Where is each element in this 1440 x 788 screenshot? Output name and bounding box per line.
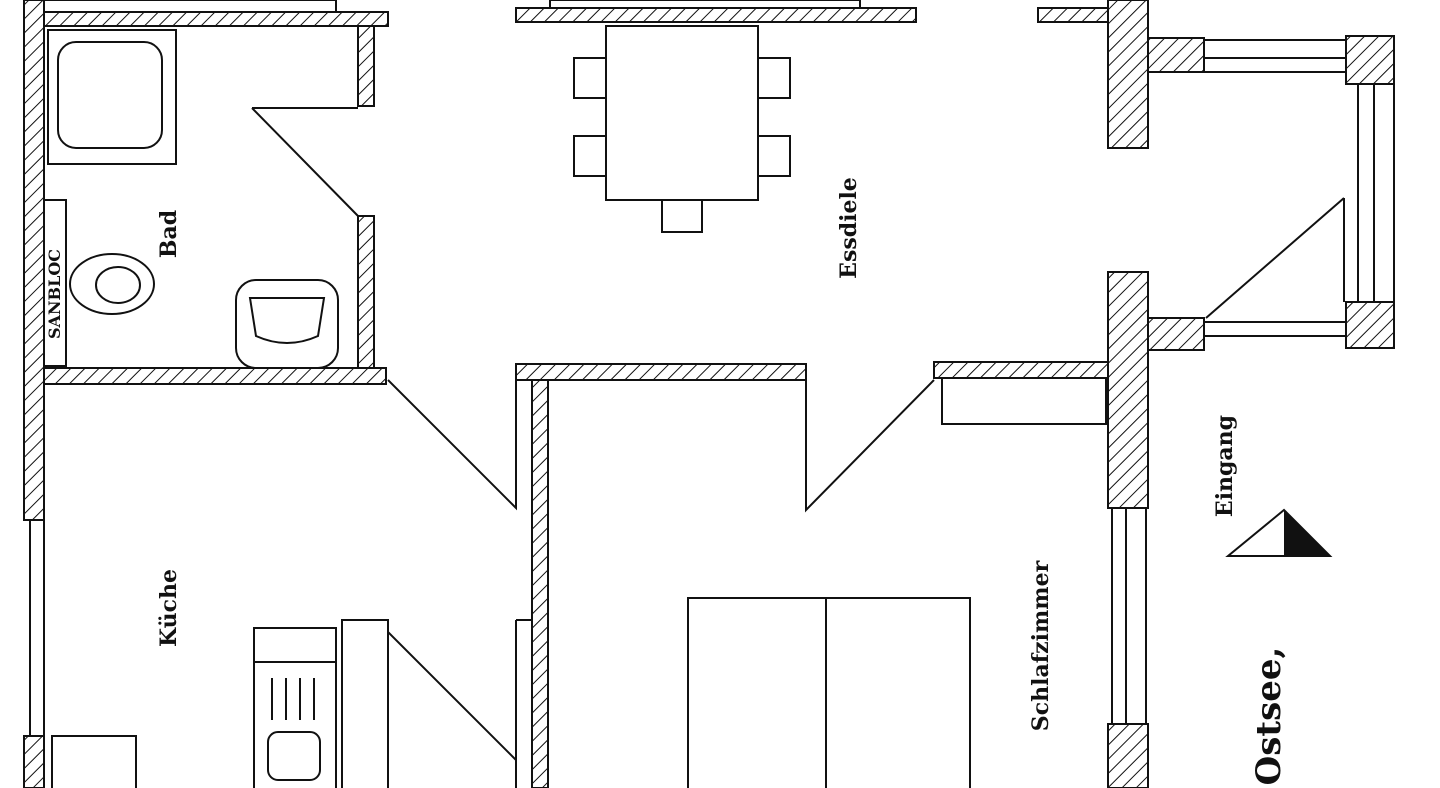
- direction-marker: [1225, 508, 1333, 557]
- label-essdiele: Essdiele: [836, 177, 862, 279]
- entrance-door-leaf: [1205, 197, 1345, 319]
- bath-door-leaf: [251, 107, 359, 217]
- bed-frame: [687, 597, 971, 788]
- dining-set: [573, 25, 791, 233]
- kitchen-counter: [341, 619, 389, 788]
- label-eingang: Eingang: [1212, 415, 1238, 517]
- wall-dining-bedroom-right: [933, 361, 1109, 379]
- chair-left-1: [573, 57, 607, 99]
- wall-vestibule-bottom-stub: [1147, 317, 1205, 351]
- kitchen-cabinet: [51, 735, 137, 788]
- wall-vestibule-corner-bottom: [1345, 301, 1395, 349]
- bedroom-wardrobe: [941, 377, 1107, 425]
- wall-left-upper: [23, 0, 45, 521]
- wall-right-top: [1107, 0, 1149, 149]
- wall-bath-kitchen: [43, 367, 387, 385]
- marker-fill: [1284, 510, 1330, 556]
- bed: [687, 597, 971, 788]
- dining-table: [605, 25, 759, 201]
- bath-fixtures: [43, 29, 339, 369]
- label-schlafzimmer: Schlafzimmer: [1028, 560, 1054, 731]
- wall-right-middle: [1107, 271, 1149, 509]
- window-top-left: [43, 0, 337, 13]
- label-kueche: Küche: [156, 569, 182, 647]
- thin-lines: [29, 0, 1395, 788]
- wall-left-lower: [23, 735, 45, 788]
- wall-top-middle: [515, 7, 917, 23]
- label-ostsee: Ostsee,: [1249, 647, 1289, 786]
- window-top-middle: [549, 0, 861, 9]
- label-bad: Bad: [156, 210, 182, 258]
- wall-kitchen-bedroom: [531, 379, 549, 788]
- washbasin-bowl: [248, 297, 326, 344]
- toilet-inner: [95, 266, 141, 304]
- label-sanbloc: SANBLOC: [45, 249, 64, 339]
- wall-right-bottom: [1107, 723, 1149, 788]
- wall-top-right: [1037, 7, 1111, 23]
- wall-dining-bedroom-left: [515, 363, 807, 381]
- chair-right-1: [757, 57, 791, 99]
- chair-bottom: [661, 199, 703, 233]
- sink-bowl: [267, 731, 321, 781]
- bedroom-door-swing: [805, 379, 935, 513]
- sanbloc-box: [43, 199, 67, 367]
- kitchen-door-swing: [387, 379, 517, 511]
- chair-right-2: [757, 135, 791, 177]
- wall-bath-right-lower: [357, 215, 375, 371]
- wall-bath-right-upper: [357, 25, 375, 107]
- bathtub-inner: [57, 41, 163, 149]
- wall-top-left: [39, 11, 389, 27]
- chair-left-2: [573, 135, 607, 177]
- wall-vestibule-corner-top: [1345, 35, 1395, 85]
- wall-vestibule-top-stub: [1147, 37, 1205, 73]
- kitchen-fixtures: [51, 619, 389, 788]
